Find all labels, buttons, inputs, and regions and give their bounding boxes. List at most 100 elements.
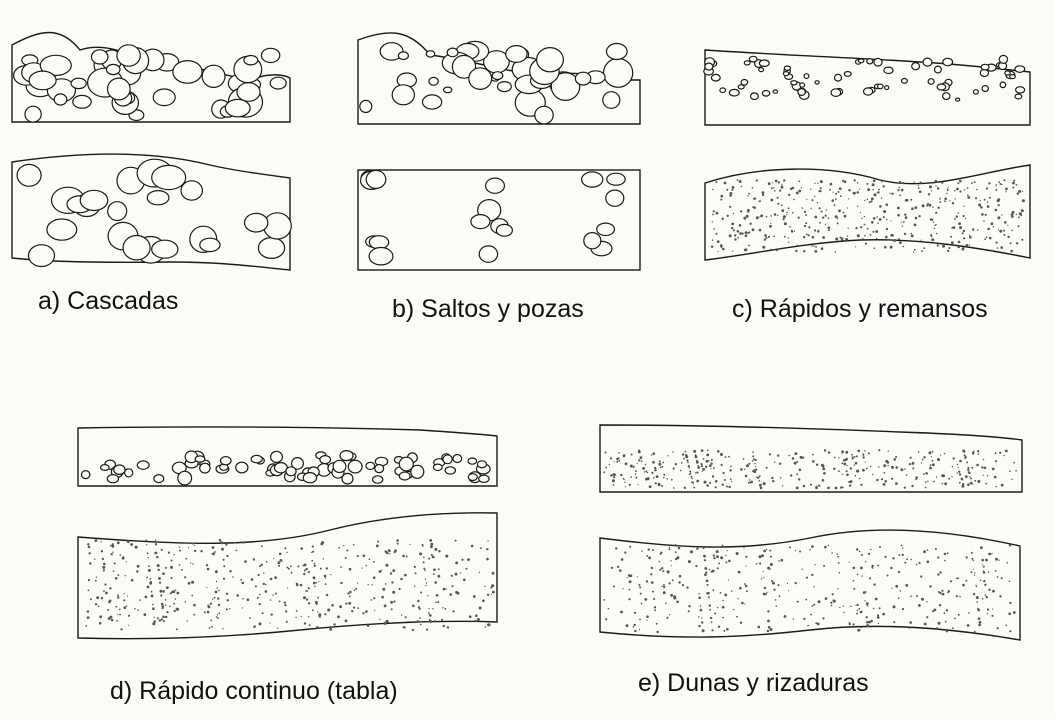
- sediment-dot: [665, 603, 667, 605]
- sediment-dot: [217, 614, 218, 615]
- sediment-dot: [770, 226, 772, 228]
- step-pool-plan-view: [358, 170, 640, 270]
- sediment-dot: [286, 552, 287, 553]
- sediment-dot: [702, 471, 703, 472]
- sediment-dot: [1016, 184, 1018, 186]
- sediment-dot: [874, 193, 877, 196]
- sediment-dot: [995, 189, 997, 191]
- sediment-dot: [992, 591, 994, 593]
- sediment-dot: [779, 595, 781, 597]
- sediment-dot: [337, 615, 340, 618]
- caption-saltos-y-pozas: b) Saltos y pozas: [392, 295, 584, 324]
- sediment-dot: [101, 550, 103, 552]
- sediment-dot: [890, 246, 892, 248]
- sediment-dot: [997, 247, 999, 249]
- sediment-dot: [479, 607, 482, 610]
- sediment-dot: [434, 620, 436, 622]
- sediment-dot: [867, 228, 869, 230]
- sediment-dot: [995, 570, 997, 572]
- sediment-dot: [347, 592, 349, 594]
- sediment-dot: [786, 212, 787, 213]
- sediment-dot: [654, 606, 656, 608]
- sediment-dot: [284, 547, 286, 549]
- sediment-dot: [939, 604, 941, 606]
- sediment-dot: [317, 597, 319, 599]
- sediment-dot: [857, 191, 859, 193]
- sediment-dot: [179, 564, 181, 566]
- sediment-dot: [656, 631, 658, 633]
- sediment-dot: [412, 629, 414, 631]
- sediment-dot: [318, 613, 321, 616]
- sediment-dot: [860, 212, 861, 213]
- boulder-mark: [492, 72, 503, 80]
- sediment-dot: [660, 467, 662, 469]
- sediment-dot: [638, 584, 640, 586]
- sediment-dot: [792, 212, 794, 214]
- sediment-dot: [869, 577, 871, 579]
- sediment-dot: [187, 620, 188, 621]
- sediment-dot: [708, 460, 709, 461]
- sediment-dot: [695, 472, 696, 473]
- sediment-dot: [931, 219, 933, 221]
- sediment-dot: [814, 183, 815, 184]
- sediment-dot: [877, 616, 880, 619]
- sediment-dot: [737, 230, 740, 233]
- sediment-dot: [385, 564, 388, 567]
- sediment-dot: [980, 200, 981, 201]
- sediment-dot: [308, 572, 309, 573]
- sediment-dot: [747, 211, 749, 213]
- sediment-dot: [877, 565, 879, 567]
- sediment-dot: [950, 236, 952, 238]
- sediment-dot: [206, 564, 208, 566]
- sediment-dot: [435, 602, 437, 604]
- sediment-dot: [796, 487, 799, 490]
- sediment-dot: [806, 199, 807, 200]
- sediment-dot: [938, 622, 941, 625]
- boulder-mark: [286, 467, 296, 476]
- sediment-dot: [744, 583, 746, 585]
- sediment-dot: [696, 472, 698, 474]
- boulder-mark: [486, 178, 505, 193]
- sediment-dot: [798, 478, 800, 480]
- sediment-dot: [828, 226, 831, 229]
- sediment-dot: [321, 541, 324, 544]
- sediment-dot: [866, 183, 868, 185]
- sediment-dot: [807, 625, 809, 627]
- sediment-dot: [135, 546, 138, 549]
- sediment-dot: [306, 599, 308, 601]
- sediment-dot: [662, 570, 664, 572]
- sediment-dot: [663, 584, 665, 586]
- sediment-dot: [902, 246, 904, 248]
- sediment-dot: [755, 469, 757, 471]
- sediment-dot: [841, 462, 843, 464]
- sediment-dot: [715, 233, 717, 235]
- sediment-dot: [762, 194, 764, 196]
- sediment-dot: [759, 484, 762, 487]
- sediment-dot: [1009, 581, 1011, 583]
- sediment-dot: [660, 552, 662, 554]
- sediment-dot: [633, 626, 635, 628]
- sediment-dot: [982, 598, 984, 600]
- sediment-dot: [418, 606, 420, 608]
- sediment-dot: [781, 184, 783, 186]
- sediment-dot: [811, 208, 812, 209]
- sediment-dot: [901, 222, 902, 223]
- boulder-mark: [751, 93, 759, 100]
- sediment-dot: [227, 599, 229, 601]
- sediment-dot: [128, 625, 129, 626]
- sediment-dot: [712, 214, 714, 216]
- sediment-dot: [152, 604, 154, 606]
- sediment-dot: [401, 614, 402, 615]
- boulder-mark: [154, 475, 164, 483]
- sediment-dot: [875, 230, 878, 233]
- sediment-dot: [773, 236, 775, 238]
- sediment-dot: [911, 559, 912, 560]
- sediment-dot: [933, 222, 934, 223]
- boulder-mark: [791, 81, 797, 85]
- sediment-dot: [870, 549, 871, 550]
- sediment-dot: [988, 182, 990, 184]
- sediment-dot: [316, 626, 319, 629]
- sediment-dot: [838, 457, 839, 458]
- sediment-dot: [729, 194, 732, 197]
- sediment-dot: [778, 181, 780, 183]
